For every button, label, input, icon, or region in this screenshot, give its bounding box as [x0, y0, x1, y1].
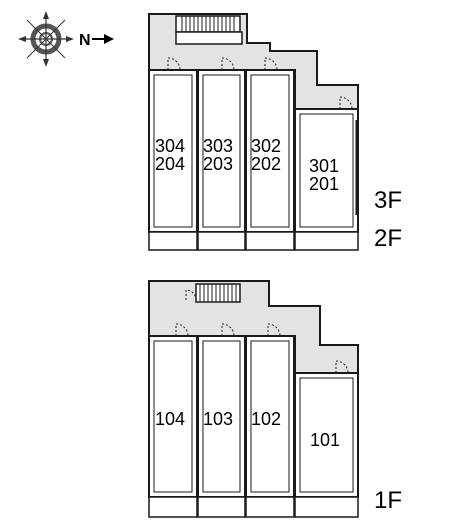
compass: N	[18, 11, 114, 67]
upper-staircase	[175, 15, 243, 45]
lower-door-swings	[175, 289, 349, 374]
lower-staircase	[195, 283, 241, 303]
unit-label-303: 303	[203, 136, 233, 156]
unit-label-304: 304	[155, 136, 185, 156]
unit-104	[148, 335, 198, 498]
upper-block: 304 204 303 203 302 202 301 201 3F 2F	[148, 13, 402, 252]
compass-north-letter: N	[79, 32, 91, 49]
north-arrow-icon	[104, 34, 114, 44]
floor-label-3f: 3F	[374, 187, 402, 214]
unit-label-203: 203	[203, 154, 233, 174]
unit-label-204: 204	[155, 154, 185, 174]
upper-balconies	[148, 231, 359, 251]
unit-label-302: 302	[251, 136, 281, 156]
floor-label-2f: 2F	[374, 225, 402, 252]
upper-door-swings	[167, 57, 353, 110]
unit-label-301: 301	[309, 156, 339, 176]
unit-102	[245, 335, 295, 498]
floor-label-1f: 1F	[374, 487, 402, 514]
unit-301-201	[294, 108, 359, 233]
lower-block: 104 103 102 101 1F	[148, 280, 402, 518]
unit-label-202: 202	[251, 154, 281, 174]
unit-label-102: 102	[251, 409, 281, 429]
lower-yards	[148, 496, 359, 518]
unit-label-201: 201	[309, 174, 339, 194]
unit-label-101: 101	[310, 430, 340, 450]
compass-rose-icon	[18, 11, 74, 67]
unit-label-103: 103	[203, 409, 233, 429]
unit-103	[197, 335, 246, 498]
unit-302-202	[245, 69, 295, 233]
unit-label-104: 104	[155, 409, 185, 429]
